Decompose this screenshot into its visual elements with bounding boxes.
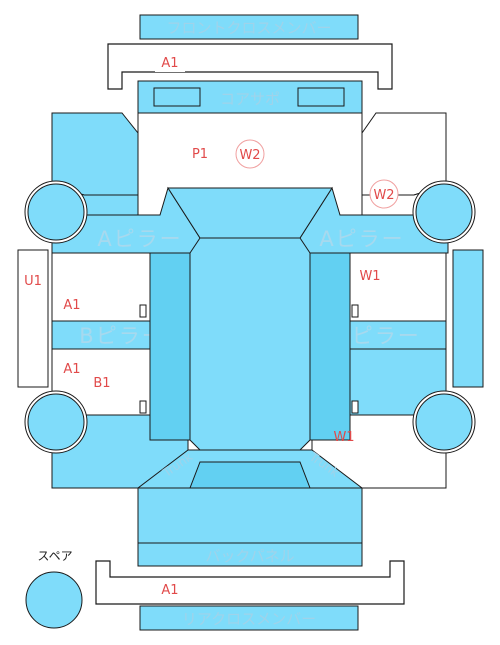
rear-right-wheel-inner (415, 393, 473, 451)
rear-cross-member-label: リアクロスメンバー (182, 610, 316, 628)
u1-label-bg (20, 270, 46, 290)
rear-member-label-bg (155, 579, 185, 599)
spare-tire[interactable] (25, 571, 83, 629)
front-member-label-bg (155, 52, 185, 72)
core-support-label: コアサポ (220, 90, 280, 108)
trunk-inner (189, 461, 311, 489)
fender-w-code-circle (369, 179, 399, 209)
right-front-door[interactable] (349, 252, 447, 322)
right-front-door-handle (351, 304, 359, 318)
left-front-door-code: A1 (63, 298, 80, 313)
right-a-pillar-label: Aピラー (319, 227, 404, 251)
back-panel[interactable] (137, 487, 363, 567)
right-rear-door[interactable] (349, 348, 447, 416)
rear-member-code: A1 (161, 583, 178, 598)
spare-label: スペア (37, 549, 72, 563)
right-rear-quarter-code: W1 (333, 430, 354, 445)
right-inner-sill[interactable] (309, 252, 351, 441)
rear-left-wheel-inner (27, 393, 85, 451)
front-cross-member-panel[interactable] (139, 14, 359, 40)
left-rear-door-code-a: A1 (63, 362, 80, 377)
right-side-sill[interactable] (452, 249, 484, 388)
core-w-code: W2 (239, 148, 260, 163)
rear-cross-member-panel[interactable] (139, 605, 359, 631)
roof-center[interactable] (189, 237, 311, 451)
core-p-code: P1 (192, 147, 208, 162)
fender-w-code: W2 (373, 188, 394, 203)
left-front-door[interactable] (51, 252, 151, 322)
left-front-door-handle (139, 304, 147, 318)
core-support-left-lamp (153, 87, 201, 107)
rear-member-bracket (95, 560, 405, 605)
front-left-wheel-inner (27, 183, 85, 241)
core-w-code-circle (235, 139, 265, 169)
front-cross-member-label: フロントクロスメンバー (166, 19, 331, 37)
core-support-right-lamp (297, 87, 345, 107)
front-member-code: A1 (161, 56, 178, 71)
left-rear-door-code-b: B1 (93, 376, 110, 391)
left-side-code: U1 (24, 274, 42, 289)
front-right-wheel-inner (415, 183, 473, 241)
left-b-pillar-label: Bピラー (79, 324, 164, 348)
right-rear-door-handle (351, 400, 359, 414)
right-front-door-code: W1 (359, 269, 380, 284)
left-inner-sill[interactable] (149, 252, 191, 441)
back-panel-label: バックパネル (205, 547, 294, 565)
left-rear-door-handle (139, 400, 147, 414)
left-a-pillar-label: Aピラー (97, 227, 182, 251)
